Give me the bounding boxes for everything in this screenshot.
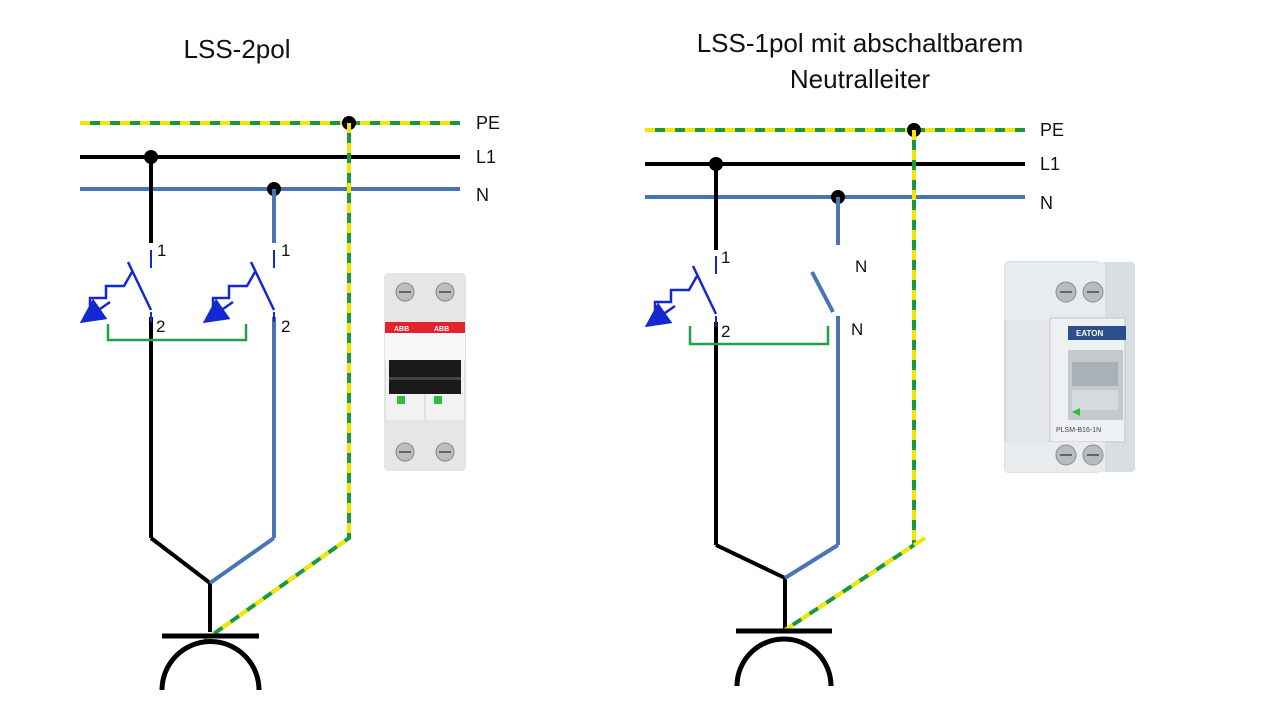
left-socket-symbol <box>159 633 262 691</box>
left-l1-top-terminal: 1 <box>157 241 166 260</box>
right-l1-top-terminal: 1 <box>721 248 730 267</box>
right-pe-conductor <box>783 130 927 632</box>
left-n-conductor <box>208 189 276 585</box>
right-l1-conductor <box>714 164 787 630</box>
eaton-mcb-device-image: EATON PLSM-B16-1N <box>1004 261 1135 473</box>
left-diagram: 1 2 1 2 PE L1 N ABB ABB <box>79 113 500 691</box>
right-l1-label: L1 <box>1040 154 1060 174</box>
right-n-conductor <box>783 197 840 580</box>
right-socket-symbol <box>734 628 834 687</box>
right-n-bottom-terminal: N <box>851 320 863 339</box>
right-title-line2: Neutralleiter <box>789 64 931 94</box>
left-l1-conductor <box>149 157 212 632</box>
right-n-label: N <box>1040 193 1053 213</box>
abb-brand-label-right: ABB <box>434 326 449 333</box>
left-title: LSS-2pol <box>183 34 291 64</box>
eaton-model-label: PLSM-B16-1N <box>1056 427 1101 434</box>
left-l1-label: L1 <box>476 147 496 167</box>
right-diagram: 1 2 N N PE L1 N EATON PLSM-B16-1N <box>644 120 1135 687</box>
right-n-top-terminal: N <box>855 257 867 276</box>
right-coupling-bracket <box>688 326 830 346</box>
eaton-brand-label: EATON <box>1076 329 1103 338</box>
left-breaker-n-symbol <box>202 250 276 324</box>
abb-mcb-device-image: ABB ABB <box>384 273 466 471</box>
left-n-label: N <box>476 185 489 205</box>
left-l1-bottom-terminal: 2 <box>156 317 165 336</box>
right-pe-label: PE <box>1040 120 1064 140</box>
left-pe-label: PE <box>476 113 500 133</box>
left-n-top-terminal: 1 <box>281 241 290 260</box>
left-breaker-l1-symbol <box>79 250 153 324</box>
right-title-line1: LSS-1pol mit abschaltbarem <box>696 28 1024 58</box>
left-pe-conductor <box>203 123 351 642</box>
right-l1-bottom-terminal: 2 <box>721 322 730 341</box>
left-coupling-bracket <box>106 324 248 342</box>
left-n-bottom-terminal: 2 <box>281 317 290 336</box>
right-breaker-l1-symbol <box>644 256 718 328</box>
abb-brand-label-left: ABB <box>394 326 409 333</box>
